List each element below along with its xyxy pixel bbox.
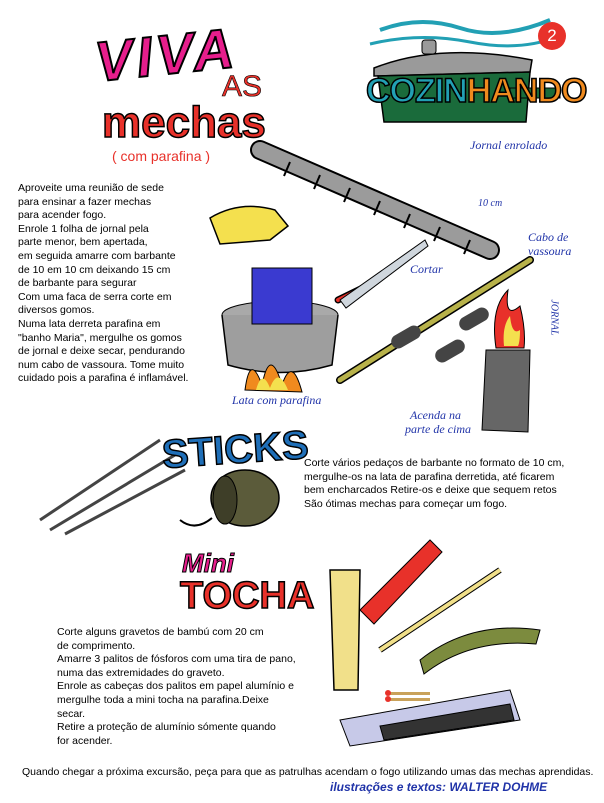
sticks-illustration <box>39 438 280 536</box>
section3-line: mergulhe toda a mini tocha na parafina.D… <box>57 693 269 720</box>
label-acenda-1: Acenda na <box>410 408 461 422</box>
hanging-wicks-icon <box>391 307 489 363</box>
wrapped-torch-icon <box>379 703 515 741</box>
rolled-newspaper-icon <box>250 140 500 260</box>
section3-line: Enrole as cabeças dos palitos em papel a… <box>57 680 294 693</box>
section2-line: Corte vários pedaços de barbante no form… <box>304 457 565 469</box>
matches-icon <box>385 690 430 702</box>
brand-part1: COZIN <box>365 71 468 111</box>
section1-line: "banho Maria", mergulhe os gomos <box>18 331 182 344</box>
cooking-pot-icon <box>369 18 561 123</box>
section1-line: num cabo de vassoura. Tome muito <box>18 358 185 371</box>
section3-line: for acender. <box>57 734 113 747</box>
label-cabo: Cabo de <box>528 230 569 244</box>
newspaper-torch-icon <box>481 288 531 433</box>
wick-making-illustration <box>209 140 534 433</box>
label-jornal-side: JORNAL <box>548 299 560 336</box>
section3-line: Retire a proteção de alumínio sómente qu… <box>57 721 276 734</box>
section2-line: São ótimas mechas para começar um fogo. <box>304 497 508 510</box>
twine-spool-icon <box>179 469 280 527</box>
section1-line: Aproveite uma reunião de sede <box>18 182 164 194</box>
section1-line: de 10 em 10 cm deixando 15 cm <box>18 263 171 276</box>
section2-text: Corte vários pedaços de barbante no form… <box>304 457 594 511</box>
section3-line: numa das extremidades do graveto. <box>57 666 225 679</box>
section1-line: parte menor, bem apertada, <box>18 236 148 249</box>
credits: ilustrações e textos: WALTER DOHME <box>330 780 548 794</box>
brand-name: COZINHANDO <box>365 71 588 111</box>
section1-line: cuidado pois a parafina é inflamável. <box>18 372 189 385</box>
title-mechas: mechas <box>101 97 266 148</box>
section1-line: de barbante para segurar <box>18 277 137 290</box>
pocket-knife-icon <box>359 539 443 625</box>
hand-icon <box>209 205 290 245</box>
paraffin-pot-icon <box>221 267 379 374</box>
mini-torch-illustration <box>329 539 541 747</box>
section3-text: Corte alguns gravetos de bambú com 20 cm… <box>57 626 297 748</box>
section1-line: de jornal e deixe secar, pendurando <box>18 345 185 358</box>
label-cortar: Cortar <box>410 262 443 276</box>
title-viva: VIVA <box>91 15 241 95</box>
section1-line: em seguida amarre com barbante <box>18 249 176 262</box>
section1-line: Enrole 1 folha de jornal pela <box>18 222 149 235</box>
footer-text: Quando chegar a próxima excursão, peça p… <box>22 766 594 778</box>
brand-logo: COZINHANDO 2 <box>360 10 588 140</box>
label-jornal-enrolado: Jornal enrolado <box>470 138 548 152</box>
section3-line: Amarre 3 palitos de fósforos com uma tir… <box>57 653 296 666</box>
mini-title: Mini <box>182 548 235 579</box>
section1-line: para ensinar a fazer mechas <box>18 195 152 208</box>
bamboo-icon <box>329 569 361 691</box>
serrated-knife-icon <box>339 239 429 309</box>
subtitle: ( com parafina ) <box>112 148 211 164</box>
section3-line: de comprimento. <box>57 639 136 652</box>
cloth-strip-icon <box>419 627 541 675</box>
section3-line: Corte alguns gravetos de bambú com 20 cm <box>57 626 264 638</box>
label-vassoura: vassoura <box>528 244 572 258</box>
section2-line: mergulhe-os na lata de parafina derretid… <box>304 470 555 483</box>
section1-line: para acender fogo. <box>18 209 107 222</box>
broom-handle-icon <box>337 257 533 383</box>
fire-icon <box>244 364 303 393</box>
section2-line: bem encharcados Retire-os e deixe que se… <box>304 484 557 497</box>
tocha-title: TOCHA <box>179 574 315 618</box>
label-acenda-2: parte de cima <box>405 422 471 436</box>
label-10cm: 10 cm <box>478 198 503 209</box>
title-as: AS <box>222 70 263 104</box>
section1-line: Numa lata derreta parafina em <box>18 317 161 330</box>
section1-line: Com uma faca de serra corte em <box>18 290 172 303</box>
label-lata-com-parafina: Lata com parafina <box>232 393 322 407</box>
section1-line: diversos gomos. <box>18 304 95 317</box>
page-number-badge: 2 <box>538 22 566 50</box>
brand-part2: HANDO <box>466 71 588 111</box>
